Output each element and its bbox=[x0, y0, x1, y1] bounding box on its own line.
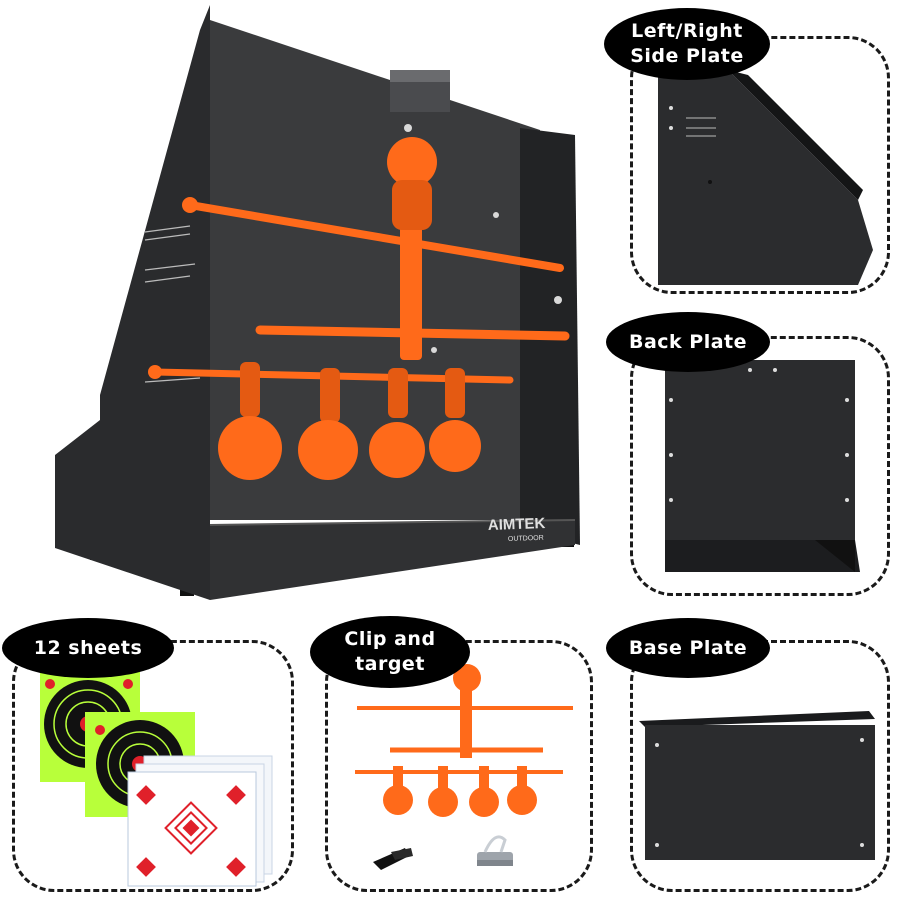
target-sheets-image bbox=[40, 672, 273, 887]
side-plate-label: Left/Right Side Plate bbox=[604, 8, 770, 80]
base-plate-label: Base Plate bbox=[606, 618, 770, 678]
side-plate-markings bbox=[144, 225, 201, 383]
top-spinner-target bbox=[387, 137, 437, 187]
base-plate bbox=[210, 520, 575, 600]
back-plate-image bbox=[665, 360, 860, 572]
side-plate-image bbox=[658, 70, 873, 285]
back-plate-label: Back Plate bbox=[606, 312, 770, 372]
sheets-label: 12 sheets bbox=[2, 618, 174, 678]
target-sheet-icon bbox=[127, 755, 273, 887]
paddle-target bbox=[218, 416, 282, 480]
clip-target-label: Clip and target bbox=[310, 616, 470, 688]
paddle-targets bbox=[218, 362, 481, 480]
clip-target-image bbox=[355, 664, 573, 870]
base-plate-image bbox=[639, 711, 875, 860]
paddle-target bbox=[369, 422, 425, 478]
pellet-trap-product-image: AIMTEK OUTDOOR bbox=[55, 5, 580, 600]
clip-icon bbox=[373, 848, 413, 870]
upper-rod bbox=[186, 201, 564, 272]
paddle-target bbox=[429, 420, 481, 472]
binder-clip-icon bbox=[477, 835, 513, 866]
brand-logo: AIMTEK bbox=[488, 515, 546, 534]
brand-tagline: OUTDOOR bbox=[508, 535, 544, 543]
left-side-plate bbox=[55, 5, 210, 600]
paddle-target bbox=[298, 420, 358, 480]
